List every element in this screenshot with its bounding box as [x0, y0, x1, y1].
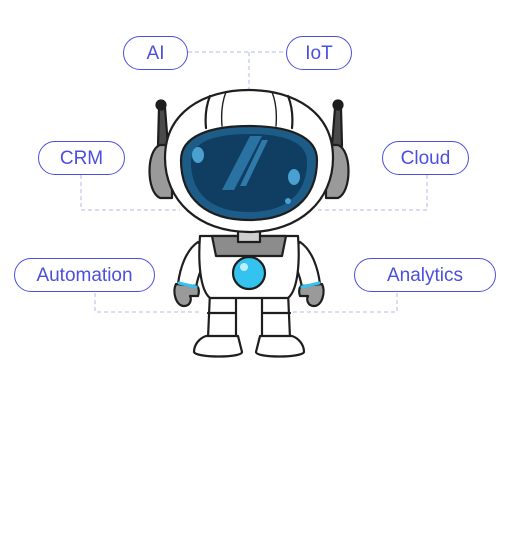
ai-label: AI [146, 42, 165, 64]
left-antenna-tip [155, 99, 167, 111]
iot-pill: IoT [286, 36, 352, 70]
cloud-label: Cloud [400, 147, 451, 169]
crm-pill: CRM [38, 141, 125, 175]
left-boot [192, 334, 244, 358]
right-hand [298, 282, 325, 308]
analytics-label: Analytics [386, 264, 464, 286]
right-antenna [330, 106, 344, 148]
automation-label: Automation [36, 264, 133, 286]
analytics-pill: Analytics [354, 258, 496, 292]
chest-light [231, 255, 267, 291]
crm-label: CRM [59, 147, 104, 169]
iot-label: IoT [305, 42, 333, 64]
automation-pill: Automation [14, 258, 155, 292]
right-boot [254, 334, 306, 358]
cloud-pill: Cloud [382, 141, 469, 175]
left-hand [173, 282, 200, 308]
chest-plate [210, 234, 288, 258]
right-antenna-tip [332, 99, 344, 111]
ai-pill: AI [123, 36, 188, 70]
